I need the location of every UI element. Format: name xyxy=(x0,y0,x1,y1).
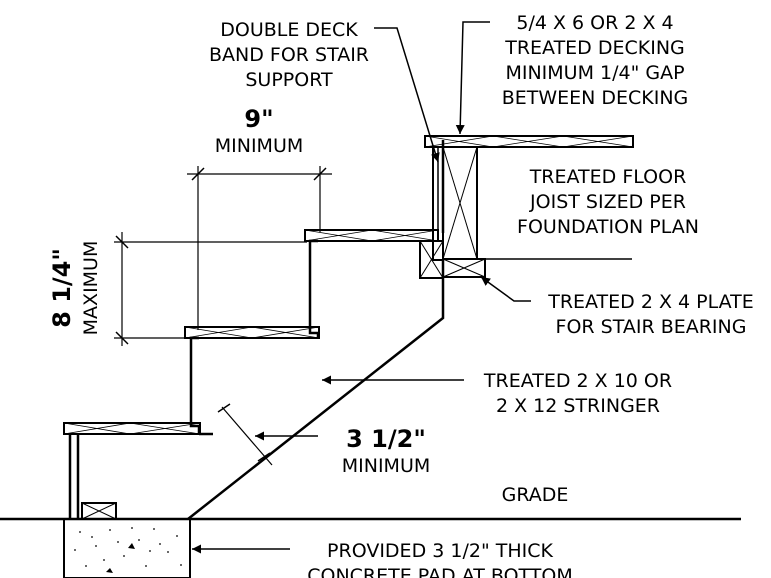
stringer-depth-qualifier: MINIMUM xyxy=(342,455,431,477)
stringer-depth-dimension xyxy=(217,403,318,466)
tread-depth-qualifier: MINIMUM xyxy=(215,135,304,157)
stair-bearing-plate xyxy=(419,240,486,279)
riser-height-dimension xyxy=(114,232,307,346)
plate-label-line1: TREATED 2 X 4 PLATE xyxy=(547,291,754,313)
leader-plate xyxy=(480,276,531,302)
leader-double-deck xyxy=(374,27,440,163)
deck-decking xyxy=(424,135,634,148)
decking-label-line3: MINIMUM 1/4" GAP xyxy=(505,62,684,84)
leader-decking xyxy=(455,21,490,135)
stringer-depth-value: 3 1/2" xyxy=(346,425,426,453)
concrete-pad xyxy=(63,518,191,578)
plate-label-line2: FOR STAIR BEARING xyxy=(556,316,747,338)
double-deck-label-line2: BAND FOR STAIR xyxy=(209,44,369,66)
grade-label: GRADE xyxy=(502,484,569,506)
decking-label-line4: BETWEEN DECKING xyxy=(502,87,689,109)
decking-label-line2: TREATED DECKING xyxy=(504,37,685,59)
stringer-label-line2: 2 X 12 STRINGER xyxy=(496,395,660,417)
floor-joist-label-line3: FOUNDATION PLAN xyxy=(517,216,699,238)
tread-depth-value: 9" xyxy=(244,105,273,133)
tread-2 xyxy=(184,326,320,339)
tread-3 xyxy=(304,229,439,242)
floor-joist-label-line1: TREATED FLOOR xyxy=(529,166,687,188)
bottom-bearing-block xyxy=(81,502,117,520)
double-deck-label-line3: SUPPORT xyxy=(245,69,333,91)
stringer-label-line1: TREATED 2 X 10 OR xyxy=(483,370,672,392)
floor-joist-label-line2: JOIST SIZED PER xyxy=(529,191,686,213)
double-deck-label-line1: DOUBLE DECK xyxy=(220,19,358,41)
riser-height-qualifier: MAXIMUM xyxy=(80,241,102,336)
decking-label-line1: 5/4 X 6 OR 2 X 4 xyxy=(516,12,673,34)
pad-label-line2: CONCRETE PAD AT BOTTOM xyxy=(307,565,573,578)
stringer-sawtooth xyxy=(68,239,320,519)
pad-label-line1: PROVIDED 3 1/2" THICK xyxy=(327,540,553,562)
tread-1 xyxy=(63,422,201,435)
riser-height-value: 8 1/4" xyxy=(48,248,76,328)
tread-depth-dimension xyxy=(187,166,332,330)
